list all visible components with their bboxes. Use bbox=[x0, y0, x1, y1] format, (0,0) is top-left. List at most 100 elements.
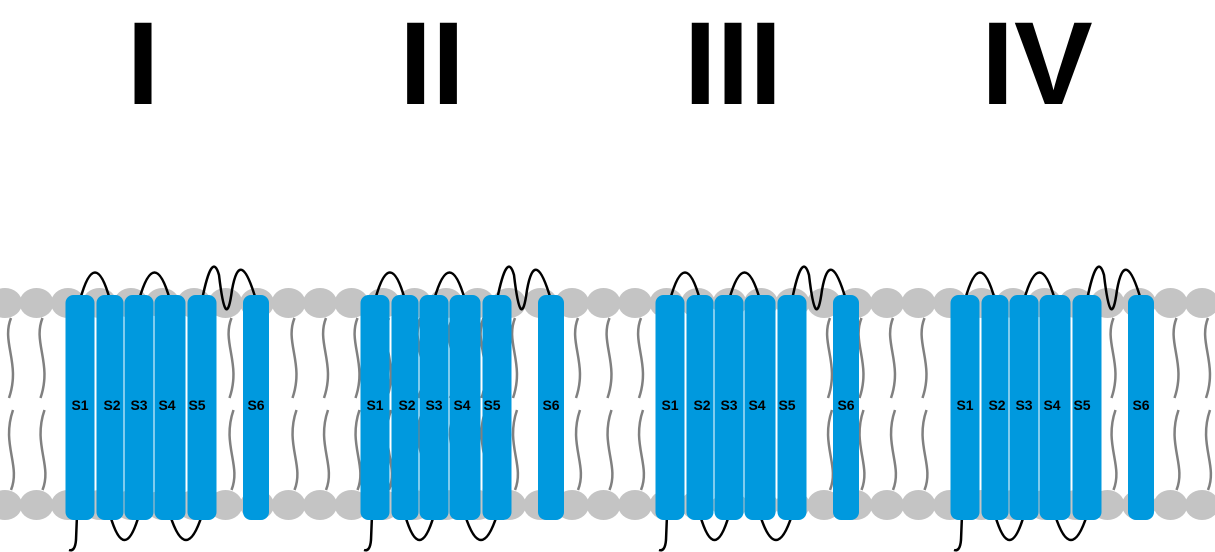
lipid-tail bbox=[1110, 409, 1118, 491]
lipid-tail bbox=[858, 409, 866, 491]
helix-s4 bbox=[1039, 295, 1071, 520]
helix-s2 bbox=[981, 295, 1009, 520]
lipid-tail bbox=[606, 409, 614, 491]
helix-s1 bbox=[360, 295, 390, 520]
domain-numeral: I bbox=[127, 0, 160, 130]
helix-s2 bbox=[96, 295, 124, 520]
lipid-tail bbox=[7, 409, 16, 491]
lipid-head-outer bbox=[807, 288, 841, 318]
helix-s5 bbox=[482, 295, 512, 520]
lipid-tail bbox=[510, 317, 519, 399]
lipid-tail bbox=[6, 317, 15, 399]
segment-label: S3 bbox=[720, 397, 737, 413]
helix-s2 bbox=[686, 295, 714, 520]
lipid-head-inner bbox=[303, 490, 337, 520]
lipid-tail bbox=[1172, 317, 1180, 399]
helix-s3 bbox=[714, 295, 744, 520]
lipid-tail bbox=[38, 317, 46, 399]
lipid-tail bbox=[290, 317, 298, 399]
helix-s6 bbox=[538, 295, 564, 520]
lipid-head-inner bbox=[807, 490, 841, 520]
segment-label: S2 bbox=[988, 397, 1005, 413]
lipid-tail bbox=[353, 317, 361, 399]
segment-label: S4 bbox=[453, 397, 470, 413]
helix-s6 bbox=[833, 295, 859, 520]
peptide-loop bbox=[698, 514, 731, 541]
helix-s4 bbox=[154, 295, 186, 520]
segment-label: S4 bbox=[748, 397, 765, 413]
lipid-tail bbox=[921, 409, 929, 491]
peptide-loop bbox=[137, 271, 172, 301]
helix-s5 bbox=[187, 295, 217, 520]
lipid-head-outer bbox=[870, 288, 904, 318]
lipid-tail bbox=[1203, 317, 1212, 399]
segment-label: S2 bbox=[398, 397, 415, 413]
peptide-loop bbox=[1022, 271, 1057, 301]
helix-s2 bbox=[391, 295, 419, 520]
lipid-tail bbox=[291, 409, 299, 491]
peptide-loop bbox=[993, 514, 1026, 541]
lipid-tail bbox=[354, 409, 362, 491]
segment-label: S5 bbox=[188, 397, 205, 413]
helix-s1 bbox=[65, 295, 95, 520]
segment-label: S1 bbox=[71, 397, 88, 413]
peptide-loop bbox=[403, 514, 436, 541]
peptide-loop bbox=[68, 514, 79, 552]
lipid-head-outer bbox=[901, 288, 936, 318]
segment-label: S5 bbox=[1073, 397, 1090, 413]
helix-s3 bbox=[419, 295, 449, 520]
lipid-tail bbox=[637, 409, 646, 491]
peptide-loop bbox=[790, 265, 848, 311]
segment-label: S1 bbox=[661, 397, 678, 413]
lipid-head-inner bbox=[19, 490, 54, 520]
lipid-head-inner bbox=[586, 490, 621, 520]
domain-numeral: II bbox=[399, 0, 465, 130]
lipid-head-outer bbox=[0, 288, 22, 318]
segment-label: S6 bbox=[837, 397, 854, 413]
lipid-tail bbox=[321, 317, 330, 399]
lipid-head-outer bbox=[334, 288, 369, 318]
peptide-loop bbox=[168, 514, 204, 541]
lipid-tail bbox=[920, 317, 928, 399]
segment-label: S3 bbox=[425, 397, 442, 413]
segment-label: S5 bbox=[483, 397, 500, 413]
transmembrane-helices bbox=[65, 295, 1154, 520]
lipid-tail bbox=[573, 317, 582, 399]
lipid-tail bbox=[574, 409, 583, 491]
peptide-loop bbox=[78, 271, 112, 301]
helix-s1 bbox=[655, 295, 685, 520]
lipid-head-inner bbox=[901, 490, 936, 520]
lipid-tail bbox=[889, 409, 898, 491]
lipid-head-outer bbox=[618, 288, 652, 318]
segment-label: S3 bbox=[1015, 397, 1032, 413]
lipid-head-outer bbox=[208, 288, 243, 318]
lipid-tail bbox=[511, 409, 520, 491]
domain-numeral: IV bbox=[981, 0, 1093, 130]
helix-s4 bbox=[744, 295, 776, 520]
lipid-head-inner bbox=[334, 490, 369, 520]
peptide-loop bbox=[108, 514, 141, 541]
lipid-head-outer bbox=[303, 288, 337, 318]
segment-label: S6 bbox=[1132, 397, 1149, 413]
segment-label: S2 bbox=[103, 397, 120, 413]
peptide-loop bbox=[373, 271, 407, 301]
lipid-head-inner bbox=[208, 490, 243, 520]
peptide-loop bbox=[758, 514, 794, 541]
peptide-loop bbox=[668, 271, 702, 301]
lipid-head-outer bbox=[271, 288, 306, 318]
helix-s1 bbox=[950, 295, 980, 520]
segment-label: S6 bbox=[542, 397, 559, 413]
segment-label: S5 bbox=[778, 397, 795, 413]
lipid-tail bbox=[228, 409, 236, 491]
lipid-tail bbox=[857, 317, 865, 399]
lipid-head-inner bbox=[1153, 490, 1188, 520]
peptide-loop bbox=[1085, 265, 1143, 311]
helix-s6 bbox=[1128, 295, 1154, 520]
lipid-tail bbox=[1173, 409, 1181, 491]
lipid-tail bbox=[825, 317, 834, 399]
lipid-tail bbox=[1109, 317, 1117, 399]
peptide-loop bbox=[363, 514, 374, 552]
helix-s5 bbox=[1072, 295, 1102, 520]
